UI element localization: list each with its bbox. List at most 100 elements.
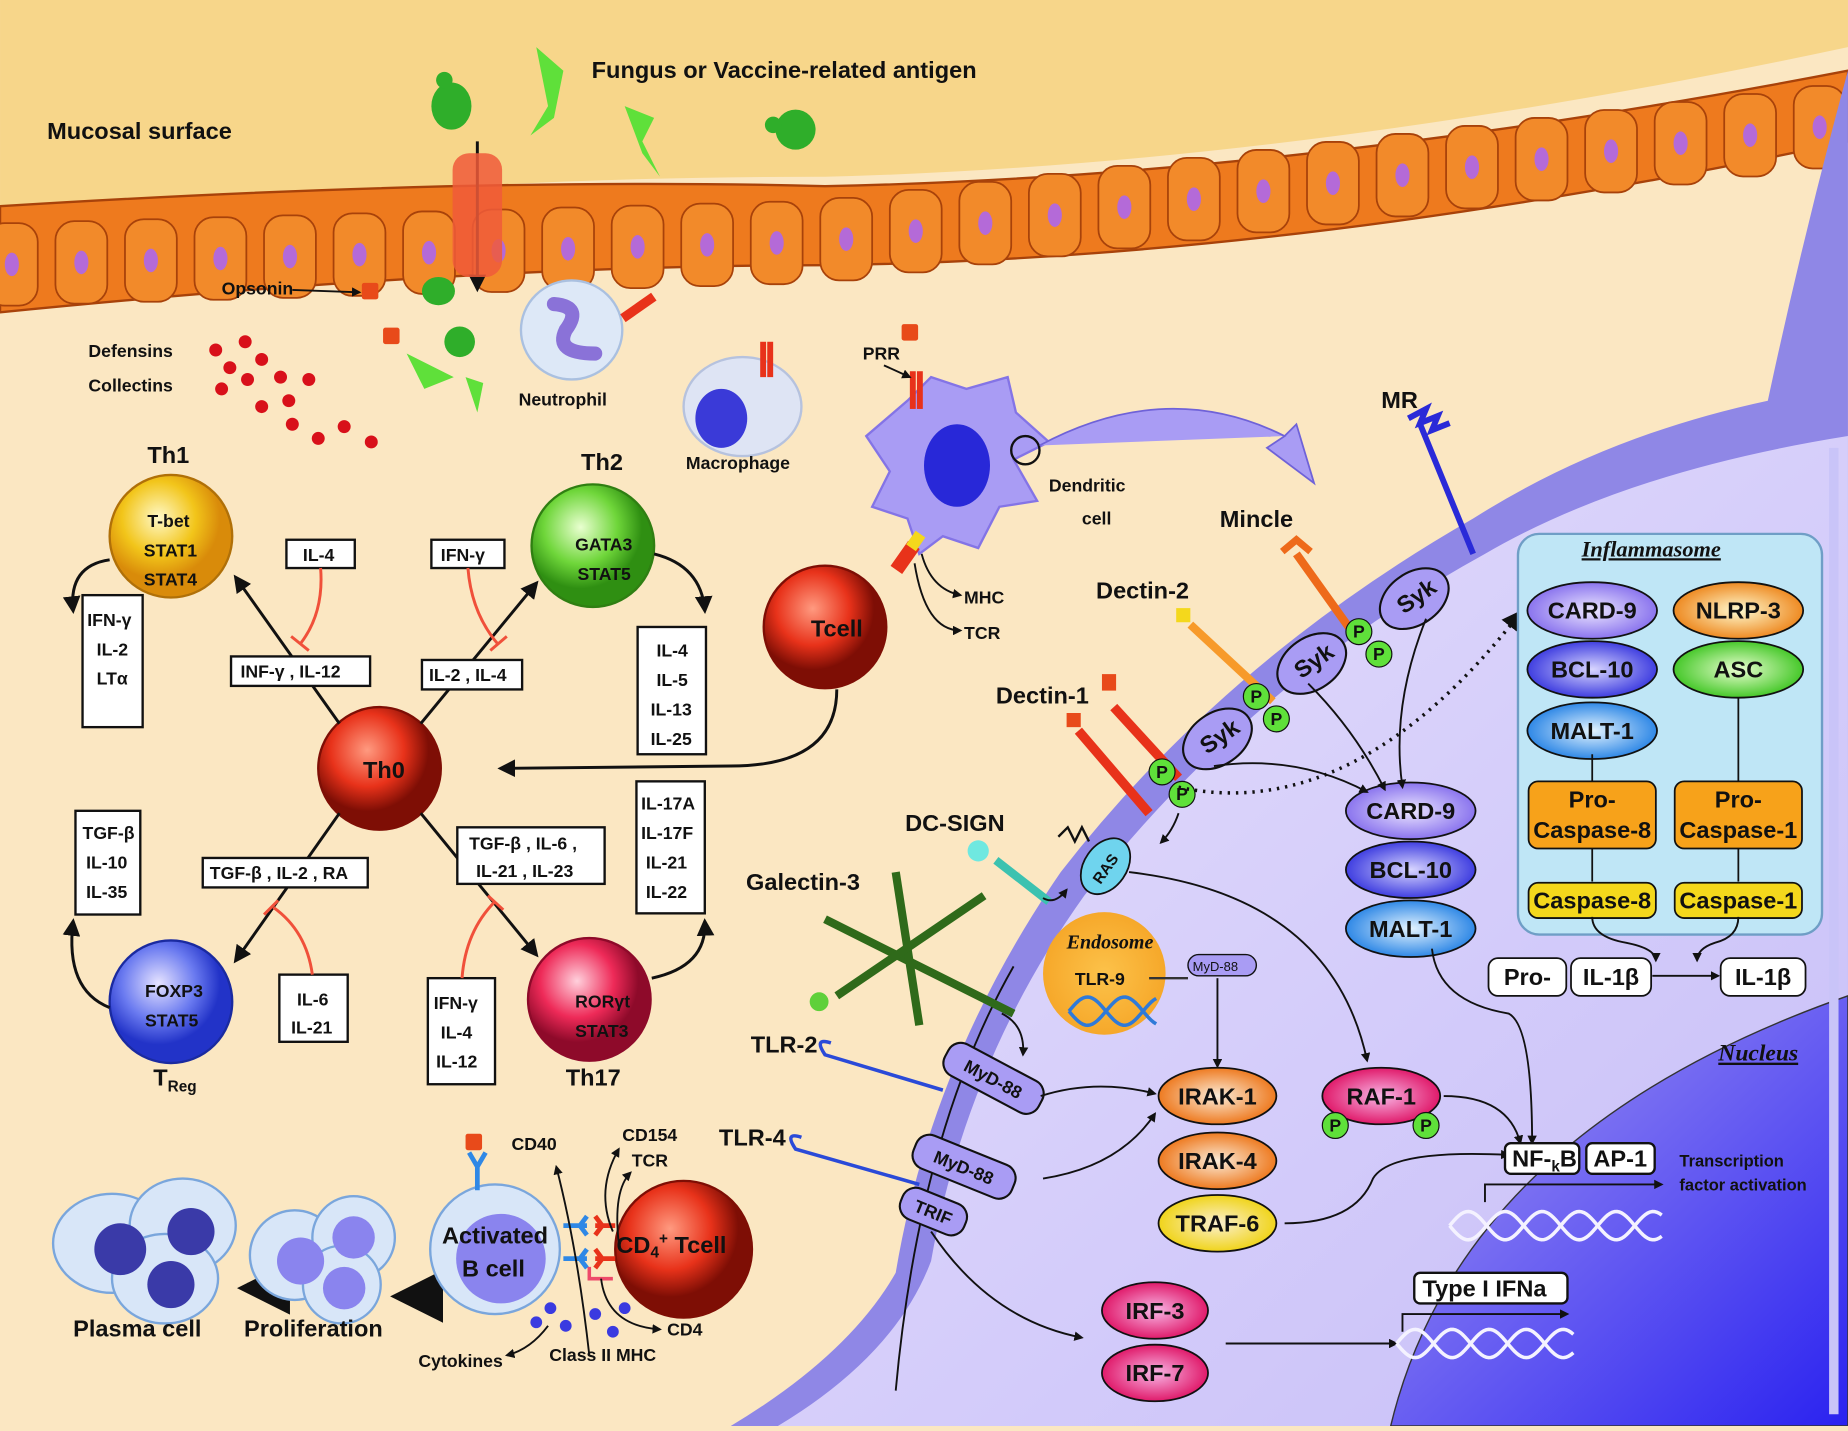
tlr2-receptor	[818, 1039, 944, 1092]
th17-inducer-box	[456, 826, 606, 886]
inflam-malt1-label: MALT-1	[1551, 718, 1634, 744]
proliferation-icon	[248, 1195, 397, 1325]
epithelial-nucleus	[1673, 131, 1688, 155]
th1-inhibitor: IL-4	[303, 545, 335, 565]
dendritic-cell-label-1: Dendritic	[1049, 475, 1126, 495]
phosphate-label: P	[1329, 1115, 1341, 1135]
th1-cell	[108, 473, 234, 599]
treg-product: TGF-β	[83, 823, 135, 843]
activated-b-cell	[429, 1133, 562, 1316]
traf6-node-label: TRAF-6	[1176, 1211, 1260, 1237]
ap1-label: AP-1	[1593, 1146, 1647, 1172]
defensin-dot	[364, 435, 378, 449]
galectin-to-myd88-arrow	[1001, 1012, 1029, 1057]
arrow	[1213, 762, 1369, 793]
treg-inhibitor: IL-6	[297, 989, 329, 1009]
treg-product: IL-10	[86, 853, 127, 873]
opsonin-icon	[383, 327, 400, 345]
phosphate-icon	[1148, 758, 1176, 786]
treg-secretion-arrow	[62, 918, 111, 1009]
cytokines-pointer	[504, 1325, 549, 1359]
mhc-arrow	[920, 553, 963, 599]
th2-inhibition-line	[466, 567, 499, 645]
dna-helix-icon	[1395, 1327, 1575, 1360]
dcsign-receptor	[967, 840, 1052, 905]
th1-inducer: INF-γ , IL-12	[240, 662, 340, 682]
plasma-cell-label: Plasma cell	[73, 1315, 201, 1341]
tlr4-label: TLR-4	[719, 1125, 786, 1151]
raf1-to-nfkb-arrow	[1443, 1095, 1524, 1145]
epithelial-nucleus	[908, 219, 923, 243]
nfkb-box	[1503, 1141, 1581, 1175]
pro-caspase8-box-label: Caspase-8	[1533, 817, 1651, 843]
mincle-receptor	[1280, 535, 1359, 639]
transcription-label-1: Transcription	[1679, 1153, 1783, 1171]
epithelial-nucleus	[1186, 187, 1201, 211]
dectin1-label: Dectin-1	[996, 683, 1089, 709]
opsonin-label: Opsonin	[222, 279, 294, 299]
th2-product: IL-4	[656, 640, 688, 660]
galectin3-label: Galectin-3	[746, 869, 860, 895]
traf6-to-nfkb-arrow	[1284, 1149, 1511, 1225]
type1-transcription-arrow	[1401, 1309, 1570, 1332]
myd88-tlr2	[942, 1041, 1045, 1115]
arrow	[1042, 888, 1068, 902]
defensin-dot	[215, 382, 229, 396]
pro-il1b-box-a-label: Pro-	[1504, 964, 1551, 990]
ras-to-raf1-arrow	[1128, 871, 1371, 1063]
opsonin-arrow	[292, 287, 362, 297]
inflam-nlrp3	[1672, 581, 1805, 640]
th2-inhibitor: IFN-γ	[441, 545, 485, 565]
malt1-node	[1345, 899, 1477, 958]
card9-node	[1345, 781, 1477, 840]
arrow	[1307, 682, 1386, 792]
epithelial-nucleus	[143, 248, 158, 273]
prr-arrow	[883, 364, 912, 379]
th17-factor: STAT3	[575, 1021, 628, 1041]
mr-label: MR	[1381, 387, 1418, 413]
treg-cell	[108, 939, 234, 1065]
dna-helix-icon	[1067, 995, 1158, 1028]
th1-inhibition-line	[299, 567, 323, 645]
endosome-title: Endosome	[1066, 932, 1154, 954]
th1-product: IFN-γ	[87, 610, 131, 630]
bcl10-node	[1345, 840, 1477, 899]
cd4-pointer	[600, 1278, 662, 1334]
pro-il1b-box-b	[1570, 957, 1653, 997]
pro-caspase8-box-label: Pro-	[1569, 786, 1616, 812]
dna-strand	[1448, 1209, 1663, 1242]
pro-il1b-box-b-label: IL-1β	[1583, 964, 1639, 990]
inflammasome-title: Inflammasome	[1581, 536, 1721, 561]
phosphate-icon	[1262, 705, 1290, 733]
defensin-dot	[223, 361, 237, 375]
antigen-label: Fungus or Vaccine-related antigen	[592, 57, 977, 83]
defensin-dot	[285, 417, 299, 431]
caspase8-box-label: Caspase-8	[1533, 888, 1651, 914]
epithelial-nucleus	[1604, 139, 1619, 163]
dna-helix-icon	[1448, 1209, 1663, 1242]
cd4-tcell	[614, 1179, 754, 1319]
zoom-in-arrow	[1039, 407, 1316, 486]
class2-mhc-label: Class II MHC	[549, 1345, 656, 1365]
casp1-arrow	[1692, 916, 1740, 963]
myd88-to-irak1-arrow	[1040, 1085, 1157, 1097]
nucleus-title: Nucleus	[1717, 1041, 1798, 1067]
th17-cell	[526, 936, 652, 1062]
inflam-card9-label: CARD-9	[1548, 598, 1637, 624]
th2-products-box	[636, 625, 708, 756]
phosphate-label: P	[1353, 622, 1365, 642]
plasma-cell-icon	[51, 1177, 237, 1325]
tlr4-receptor	[789, 1134, 920, 1187]
cytokine-dots	[530, 1302, 631, 1338]
th1-secretion-arrow	[62, 558, 110, 614]
fungus-antigen-icons	[406, 47, 816, 413]
treg-inducer: TGF-β , IL-2 , RA	[210, 863, 349, 883]
epithelial-nucleus	[769, 231, 784, 255]
dectin2-label: Dectin-2	[1096, 578, 1189, 604]
irf3-node-label: IRF-3	[1126, 1298, 1185, 1324]
cd154-pointer	[604, 1147, 620, 1232]
treg-product: IL-35	[86, 882, 127, 902]
th17-inducer: IL-21 , IL-23	[476, 861, 573, 881]
inhibit-bar	[290, 635, 310, 652]
defensin-dot	[274, 370, 288, 384]
